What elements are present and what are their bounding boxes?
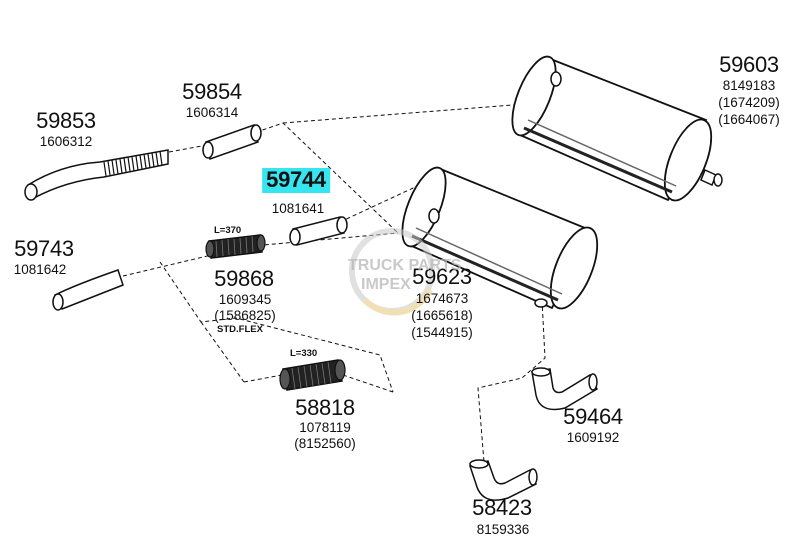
elbow-59464-drawing xyxy=(531,367,598,411)
ref-58423-1: 8159336 xyxy=(476,522,530,537)
ref-58818-1: 1078119 xyxy=(299,420,351,435)
part-number-59853: 59853 xyxy=(36,108,96,133)
ref-59623-1: 1674673 xyxy=(415,291,469,306)
watermark-text-line1: TRUCK PARTS xyxy=(348,257,462,274)
ref-59623-2: (1665618) xyxy=(411,308,473,323)
pipe-59853-drawing xyxy=(24,149,169,201)
ref-59744-1: 1081641 xyxy=(271,201,325,216)
ref-59623-3: (1544915) xyxy=(411,325,473,340)
ref-59464-1: 1609192 xyxy=(566,430,620,445)
ref-59603-1: 8149183 xyxy=(722,78,776,93)
length-label-58818: L=330 xyxy=(290,348,318,359)
watermark-logo xyxy=(349,228,435,316)
ref-59603-2: (1674209) xyxy=(718,95,780,110)
ref-59868-2: (1586825) xyxy=(214,308,276,323)
part-number-59603: 59603 xyxy=(719,52,779,77)
elbow-58423-drawing xyxy=(469,459,538,501)
ref-58818-2: (8152560) xyxy=(294,436,356,451)
watermark-text-line2: IMPEX xyxy=(361,276,411,293)
ref-59853-1: 1606312 xyxy=(39,134,93,149)
note-std-flex: STD.FLEX xyxy=(217,324,263,335)
pipe-59743-drawing xyxy=(52,269,124,311)
part-number-59623: 59623 xyxy=(412,264,472,289)
part-number-59868: 59868 xyxy=(214,266,274,291)
part-number-59744-highlighted: 59744 xyxy=(262,168,330,193)
part-number-59464: 59464 xyxy=(563,404,623,429)
ref-59868-1: 1609345 xyxy=(218,292,272,307)
part-number-59854: 59854 xyxy=(182,79,242,104)
ref-59854-1: 1606314 xyxy=(185,105,239,120)
sleeve-59854-drawing xyxy=(202,124,262,160)
ref-59743-1: 1081642 xyxy=(13,262,67,277)
part-number-59743: 59743 xyxy=(14,236,74,261)
part-number-58423: 58423 xyxy=(472,495,532,520)
muffler-59623-drawing xyxy=(401,166,599,310)
muffler-59603-drawing xyxy=(511,55,723,202)
flex-pipe-58818-drawing xyxy=(279,359,346,391)
part-number-58818: 58818 xyxy=(295,395,355,420)
length-label-59868: L=370 xyxy=(214,225,242,236)
sleeve-59744-drawing xyxy=(289,216,348,246)
ref-59603-3: (1664067) xyxy=(718,112,780,127)
flex-pipe-59868-drawing xyxy=(205,234,266,259)
